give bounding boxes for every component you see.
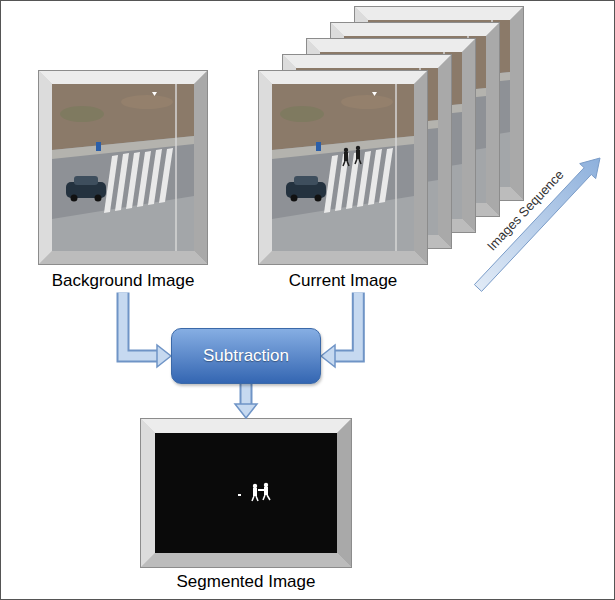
flow-arrow bbox=[321, 293, 358, 367]
process-label: Subtraction bbox=[196, 346, 296, 366]
background-frame bbox=[38, 70, 208, 265]
segmented-frame bbox=[140, 418, 352, 568]
image-caption: Background Image bbox=[38, 271, 208, 291]
arrow-shaft bbox=[123, 293, 157, 356]
foreground-mask bbox=[238, 483, 270, 501]
arrow-head bbox=[157, 345, 171, 367]
image-caption: Segmented Image bbox=[140, 572, 352, 592]
arrow-shaft bbox=[335, 293, 358, 356]
arrow-shaft bbox=[242, 384, 251, 404]
process-box: Subtraction bbox=[171, 328, 321, 384]
arrow-head bbox=[321, 345, 335, 367]
image-caption: Current Image bbox=[258, 271, 428, 291]
background-photo bbox=[52, 84, 194, 251]
image-panel: Background Image bbox=[38, 70, 208, 293]
flow-arrow bbox=[235, 384, 257, 418]
image-panel: Segmented Image bbox=[140, 418, 352, 594]
current-photo bbox=[272, 84, 414, 251]
current-frame bbox=[258, 70, 428, 265]
arrow-head bbox=[235, 404, 257, 418]
arrow-outline bbox=[240, 384, 253, 404]
image-panel: Current Image bbox=[258, 70, 428, 293]
arrow-outline bbox=[335, 293, 358, 356]
current-pedestrians bbox=[343, 146, 361, 166]
flow-arrow bbox=[123, 293, 171, 367]
arrow-outline bbox=[123, 293, 157, 356]
sequence-arrow bbox=[474, 158, 600, 291]
